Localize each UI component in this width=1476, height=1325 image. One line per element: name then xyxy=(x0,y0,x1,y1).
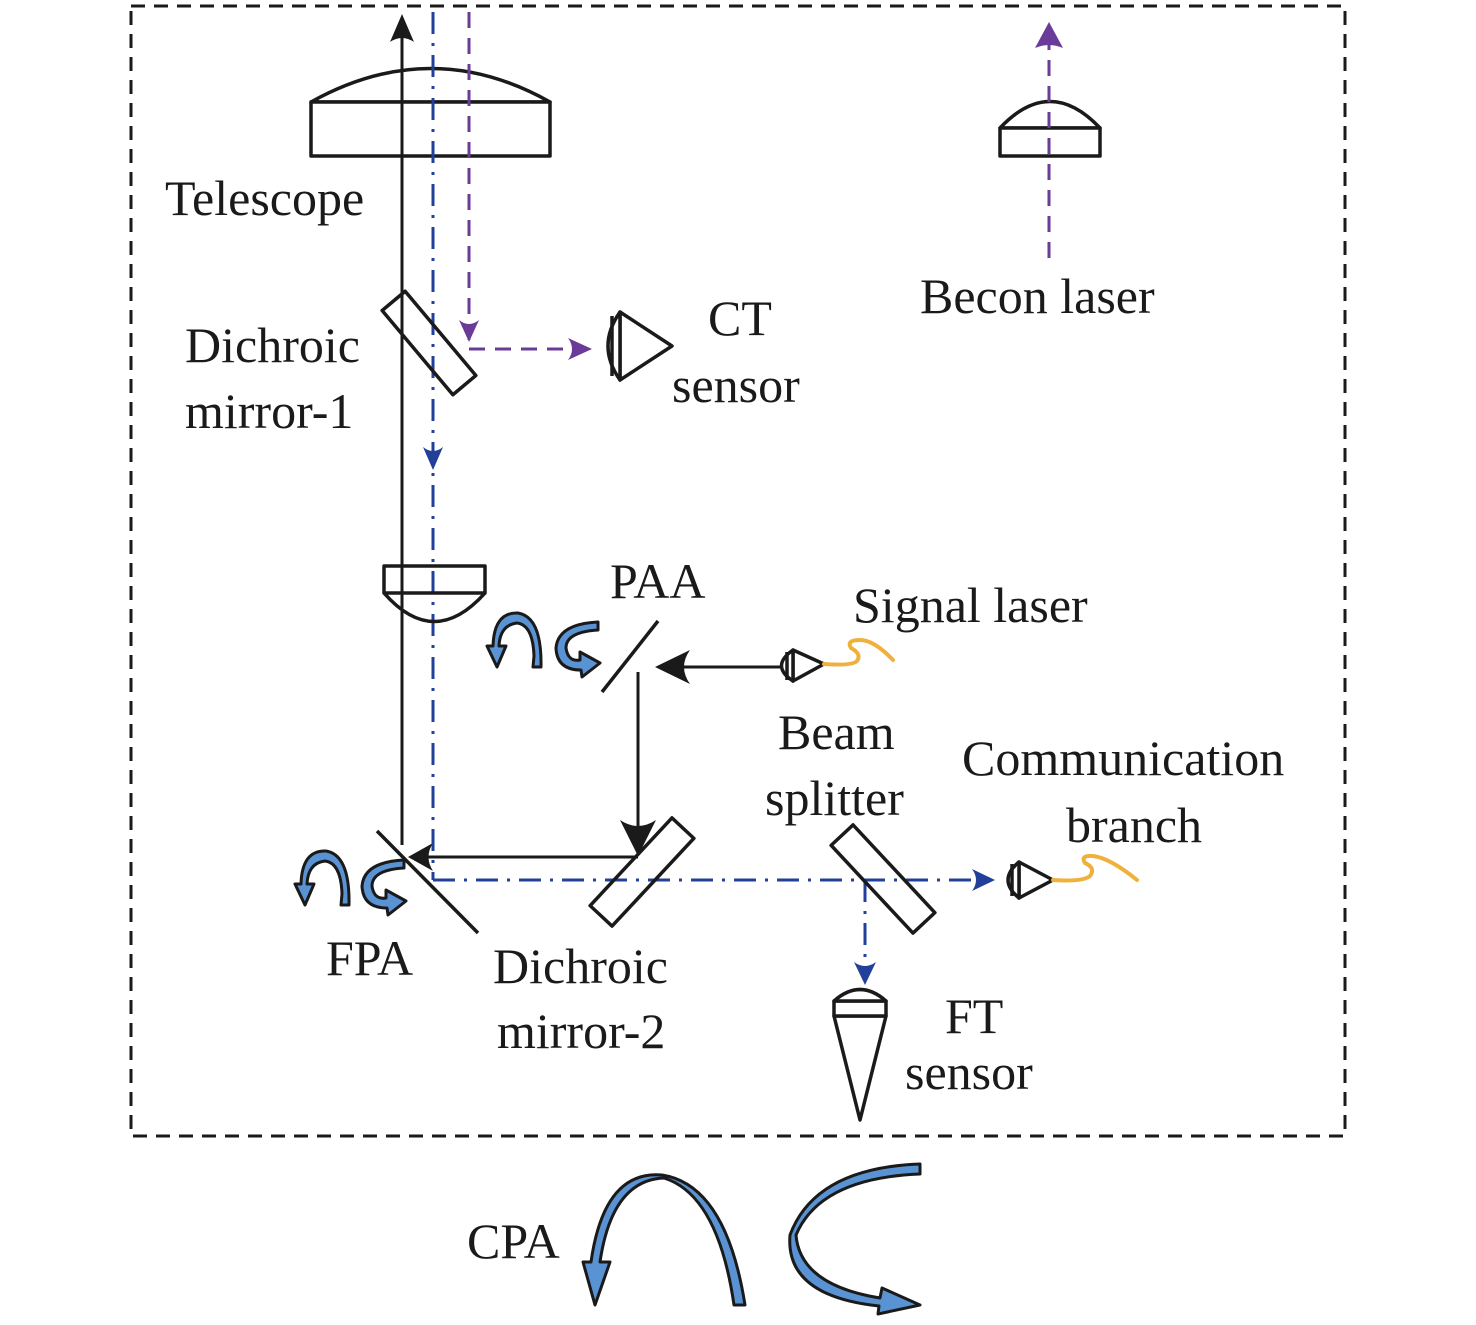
cpa-tilt-actuator-icon xyxy=(581,1162,922,1316)
paa-tilt-actuator-icon xyxy=(485,611,602,679)
dichroic-mirror-1-label-line2: mirror-1 xyxy=(185,383,353,439)
dichroic-mirror-1 xyxy=(380,289,478,397)
telescope xyxy=(309,66,552,158)
communication-branch-label-line1: Communication xyxy=(962,730,1284,786)
becon-laser-label: Becon laser xyxy=(920,268,1155,324)
dichroic-mirror-2 xyxy=(588,816,696,928)
terminal-boundary xyxy=(129,4,1347,1138)
paa-to-dm2-arrow xyxy=(620,820,656,856)
signal-beam-arrow xyxy=(655,650,690,684)
beam-splitter xyxy=(829,823,937,935)
dichroic-mirror-2-label-line1: Dichroic xyxy=(493,938,668,994)
communication-fiber xyxy=(1051,853,1139,883)
cpa-label: CPA xyxy=(467,1213,560,1269)
telescope-label: Telescope xyxy=(165,170,364,226)
signal-laser xyxy=(779,648,826,683)
ft-sensor xyxy=(832,987,888,1122)
ct-sensor-label-line1: CT xyxy=(708,290,772,346)
fpa-label: FPA xyxy=(326,930,413,986)
fpa-tilt-actuator-icon xyxy=(293,849,408,917)
communication-branch-label-line2: branch xyxy=(1066,797,1202,853)
ct-sensor-label-line2: sensor xyxy=(672,357,800,413)
receive-beam-arrow-down xyxy=(423,447,443,470)
paa-mirror xyxy=(600,619,660,694)
relay-lens xyxy=(382,564,487,624)
beacon-to-ct-arrow xyxy=(568,338,592,360)
dm2-to-fpa-arrow xyxy=(408,843,433,871)
transmit-arrow-up xyxy=(390,14,414,42)
ft-sensor-label-line2: sensor xyxy=(905,1044,1033,1100)
ft-branch-arrow-down xyxy=(854,962,876,985)
beacon-receive-arrow-down xyxy=(459,320,479,342)
signal-laser-label: Signal laser xyxy=(853,577,1088,633)
receive-beam-arrow-right xyxy=(972,869,995,891)
dichroic-mirror-1-label-line1: Dichroic xyxy=(185,317,360,373)
dichroic-mirror-2-label-line2: mirror-2 xyxy=(497,1003,665,1059)
beam-splitter-label-line2: splitter xyxy=(765,770,904,826)
communication-receiver xyxy=(1006,860,1055,900)
ct-sensor xyxy=(606,310,674,382)
ft-sensor-label-line1: FT xyxy=(945,988,1003,1044)
fpa-mirror xyxy=(375,829,480,935)
signal-laser-fiber xyxy=(822,637,895,667)
beam-splitter-label-line1: Beam xyxy=(778,704,895,760)
paa-label: PAA xyxy=(610,553,705,609)
beacon-out-arrow-up xyxy=(1035,22,1063,48)
